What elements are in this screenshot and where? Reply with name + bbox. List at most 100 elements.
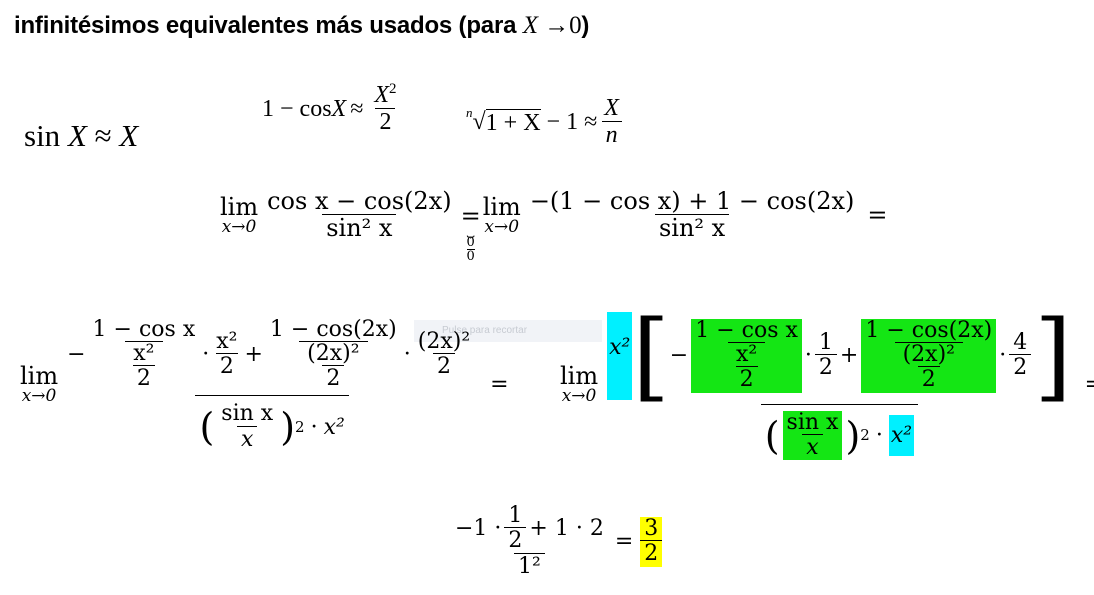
root-minus: − 1 ≈ (546, 109, 598, 136)
cos-den: 2 (375, 108, 396, 137)
root-radicand: 1 + X (485, 108, 541, 136)
lim-sub: x→0 (484, 216, 520, 237)
r-m2den: 2 (1009, 354, 1032, 380)
title-close: ) (581, 12, 590, 39)
result-num: 3 (644, 516, 659, 542)
step1-frac: cos x − cos(2x) sin² x (263, 186, 455, 243)
r-m1den: 2 (814, 354, 837, 380)
sin-approx: ≈ (94, 118, 112, 153)
cos-fraction: X2 2 (370, 81, 400, 137)
title-text: infinitésimos equivalentes más usados (p… (14, 12, 517, 39)
step2-eq: = (490, 372, 509, 398)
cos-num: X (374, 82, 390, 108)
dot: · (804, 343, 812, 369)
rd-x: x² (888, 415, 915, 457)
d-num: sin x (221, 401, 274, 427)
s3-b: + 1 · 2 (529, 516, 604, 542)
s3-den: 1² (514, 553, 545, 579)
m2-den: 2 (432, 353, 455, 379)
rd-den: x (802, 434, 823, 460)
dot: · (875, 423, 883, 449)
d-exp: 2 (295, 417, 305, 436)
cos-approx: ≈ (350, 95, 364, 122)
step1-eq2: = (867, 201, 888, 230)
m2-num: (2x)² (417, 329, 471, 355)
root-sign: √ (472, 109, 486, 136)
step1-den: sin² x (322, 213, 397, 243)
t2-den: (2x)² (307, 341, 360, 367)
s3-fden: 2 (504, 527, 527, 553)
title-zero: 0 (569, 12, 582, 39)
r-m1: 1 (818, 330, 833, 356)
step1-num: cos x − cos(2x) (267, 186, 452, 215)
sin-var: X (67, 118, 87, 153)
minus: − (67, 342, 86, 368)
factor-x2: x² (607, 312, 633, 400)
dot: · (202, 342, 210, 368)
dot: · (310, 414, 318, 440)
g1-den2: 2 (735, 366, 758, 392)
g2-den2: 2 (917, 366, 940, 392)
g1-den: x² (735, 342, 758, 368)
minus: − (669, 343, 689, 369)
dot: · (999, 343, 1007, 369)
rd-exp: 2 (860, 426, 870, 445)
root-fraction: X n (600, 95, 623, 150)
lim-text: lim (20, 362, 59, 391)
t1-den2: 2 (132, 365, 155, 391)
t1-num: 1 − cos x (92, 317, 196, 342)
lim-text: lim (482, 192, 521, 221)
d-x: x² (323, 414, 345, 440)
rd-num: sin x (786, 410, 839, 435)
lim-sub: x→0 (21, 386, 57, 407)
r-m2: 4 (1013, 330, 1028, 356)
sin-label: sin (24, 118, 61, 153)
under-den: 0 (466, 248, 475, 264)
lim-sub: x→0 (561, 385, 597, 406)
dot: · (403, 342, 411, 368)
cos-exp: 2 (389, 81, 397, 97)
title-var: X (522, 12, 538, 39)
result: 3 2 (640, 516, 663, 567)
t1-den: x² (133, 341, 155, 367)
cos-var: X (331, 95, 347, 122)
s3-a: −1 · (455, 516, 502, 542)
page-title: infinitésimos equivalentes más usados (p… (14, 12, 589, 40)
s3-eq: = (614, 529, 634, 555)
step1-eq-under: = ⏟ 0 0 (460, 202, 481, 264)
m1-num: x² (216, 329, 238, 355)
root-den: n (601, 121, 622, 150)
under-num: 0 (466, 234, 475, 250)
t2-num: 1 − cos(2x) (269, 317, 397, 342)
m1-den: 2 (215, 353, 238, 379)
step1-frac2: −(1 − cos x) + 1 − cos(2x) sin² x (526, 186, 859, 243)
step1-num2: −(1 − cos x) + 1 − cos(2x) (529, 186, 855, 215)
step1-den2: sin² x (654, 213, 730, 243)
plus: + (839, 343, 859, 369)
step1-eq: = (460, 202, 481, 230)
formula-root: n √1 + X − 1 ≈ X n (466, 95, 626, 150)
sin-rhs: X (119, 118, 139, 153)
lim-text: lim (220, 192, 259, 221)
root-num: X (604, 95, 619, 121)
g2-den: (2x)² (902, 342, 955, 368)
d-den: x (237, 425, 258, 452)
cos-lhs: 1 − cos (262, 95, 332, 122)
title-arrow: → (544, 12, 570, 39)
